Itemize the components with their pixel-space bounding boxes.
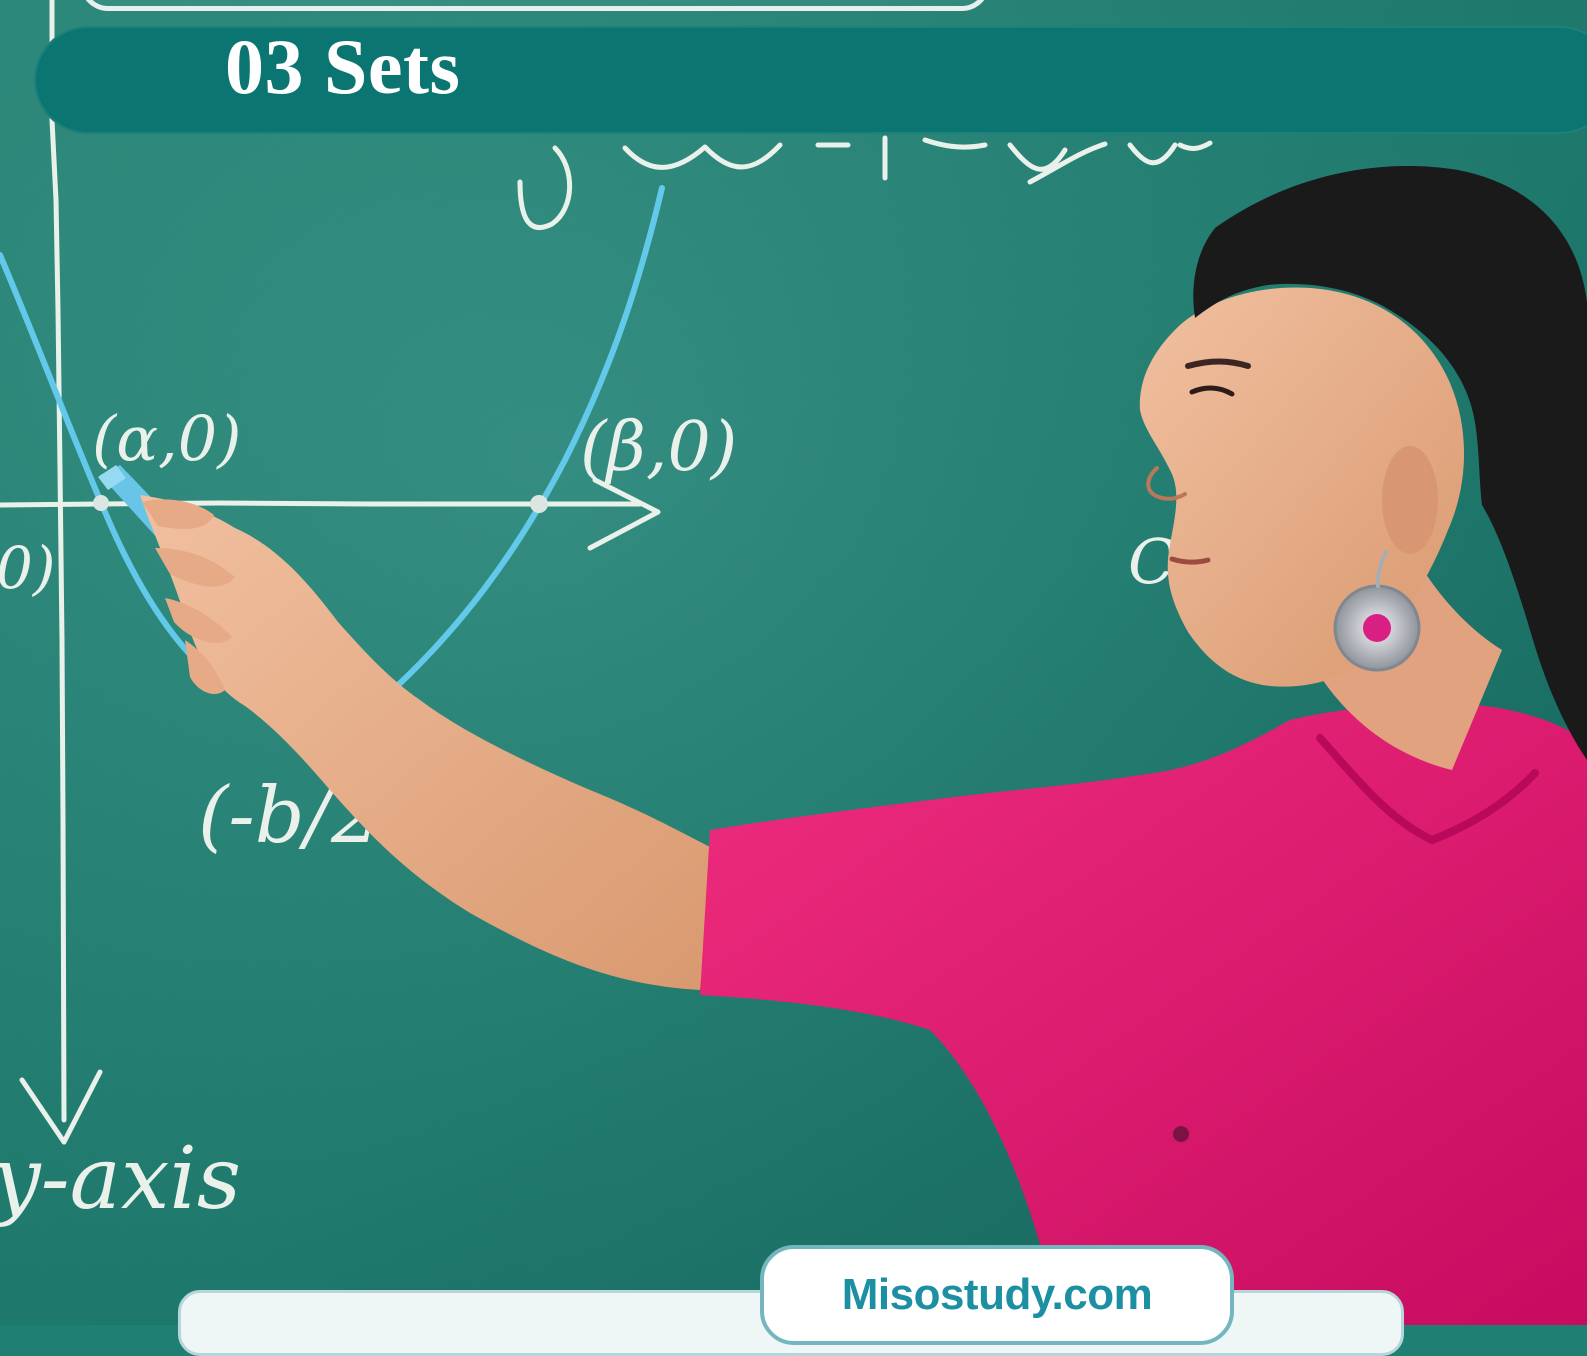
teacher-fingers [142, 499, 235, 694]
shirt-button [1173, 1126, 1189, 1142]
page-title: 03 Sets [225, 23, 461, 110]
top-equation-fragment-2 [622, 135, 1213, 185]
earring-center [1363, 614, 1391, 642]
teacher-eye [1189, 385, 1235, 397]
alpha-point-label: (α,0) [92, 402, 241, 475]
shirt-collar [1316, 734, 1539, 845]
right-partial-label: C [1128, 525, 1175, 598]
y-axis-arrowhead [19, 1069, 103, 1145]
marker-tip [98, 465, 126, 490]
left-partial-label: 0) [0, 534, 56, 602]
root-point-right [530, 495, 548, 513]
beta-point-label: (β,0) [580, 408, 737, 487]
top-strip [80, 0, 990, 11]
teacher-nose [1146, 466, 1187, 501]
teacher-arm [140, 495, 716, 990]
chalkboard-scene: (α,0) (β,0) (-b/2a, y-axis 0) C [0, 0, 1587, 1325]
y-axis-line [49, 0, 67, 1123]
earring-hook [1375, 550, 1388, 589]
top-equation-fragment [517, 145, 573, 230]
teacher-shirt [700, 704, 1587, 1325]
teacher-mouth [1169, 556, 1211, 565]
title-banner [34, 26, 1587, 134]
x-axis-arrowhead [587, 477, 661, 551]
axis-label: y-axis [0, 1129, 241, 1229]
teacher-hair [1193, 166, 1587, 760]
watermark-badge: Misostudy.com [760, 1245, 1234, 1345]
teacher-eyebrow [1185, 358, 1251, 369]
x-axis-line [0, 500, 643, 508]
root-point-left [93, 495, 109, 511]
teacher-ear [1382, 446, 1438, 554]
